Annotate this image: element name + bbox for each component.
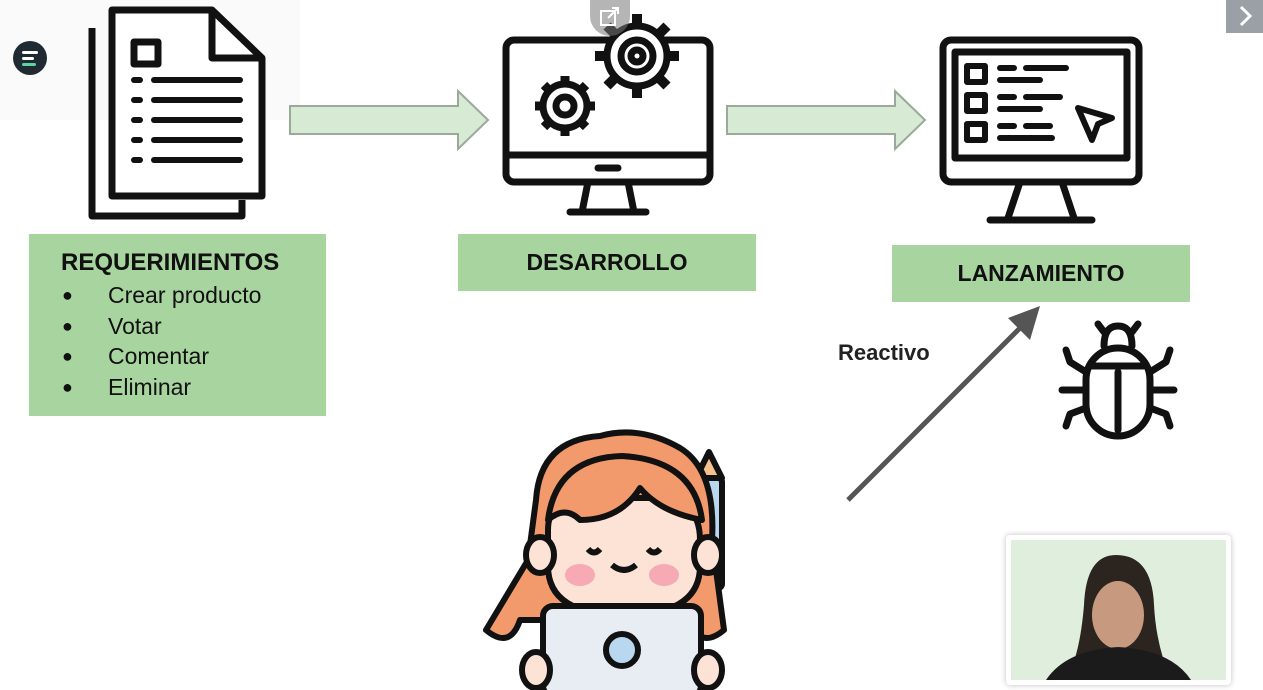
list-item: ●Eliminar — [62, 373, 192, 400]
requirements-box — [29, 234, 326, 416]
presenter-video-frame — [1011, 540, 1226, 680]
next-slide-button[interactable] — [1226, 0, 1263, 33]
presenter-video[interactable] — [1006, 535, 1231, 685]
launch-title: LANZAMIENTO — [957, 260, 1125, 286]
requirements-title: REQUERIMIENTOS — [61, 249, 280, 276]
list-item-label: Eliminar — [108, 373, 192, 400]
documents-icon — [88, 6, 266, 220]
monitor-gears-icon — [502, 14, 714, 216]
launch-box — [892, 245, 1190, 302]
development-title: DESARROLLO — [526, 249, 688, 275]
development-box — [458, 234, 756, 291]
requirements-list: ●Crear producto ●Votar ●Comentar ●Elimin… — [55, 280, 261, 402]
menu-lines-icon — [22, 51, 38, 66]
list-item-label: Crear producto — [108, 282, 262, 308]
bug-icon — [1058, 320, 1178, 440]
flow-arrow-1 — [289, 88, 490, 152]
girl-laptop-illustration — [483, 429, 727, 690]
reactive-arrow — [846, 306, 1040, 502]
open-external-button[interactable] — [590, 0, 630, 36]
chevron-right-icon — [1239, 5, 1253, 27]
flow-arrow-2 — [726, 88, 927, 152]
list-item-label: Votar — [108, 312, 162, 339]
list-item: ●Crear producto — [62, 282, 262, 308]
monitor-checklist-icon — [939, 36, 1143, 224]
list-item-label: Comentar — [108, 343, 209, 369]
menu-button[interactable] — [13, 41, 47, 75]
reactive-label: Reactivo — [838, 340, 930, 365]
list-item: ●Comentar — [62, 343, 209, 369]
list-item: ●Votar — [62, 312, 162, 339]
open-external-icon — [600, 7, 619, 26]
